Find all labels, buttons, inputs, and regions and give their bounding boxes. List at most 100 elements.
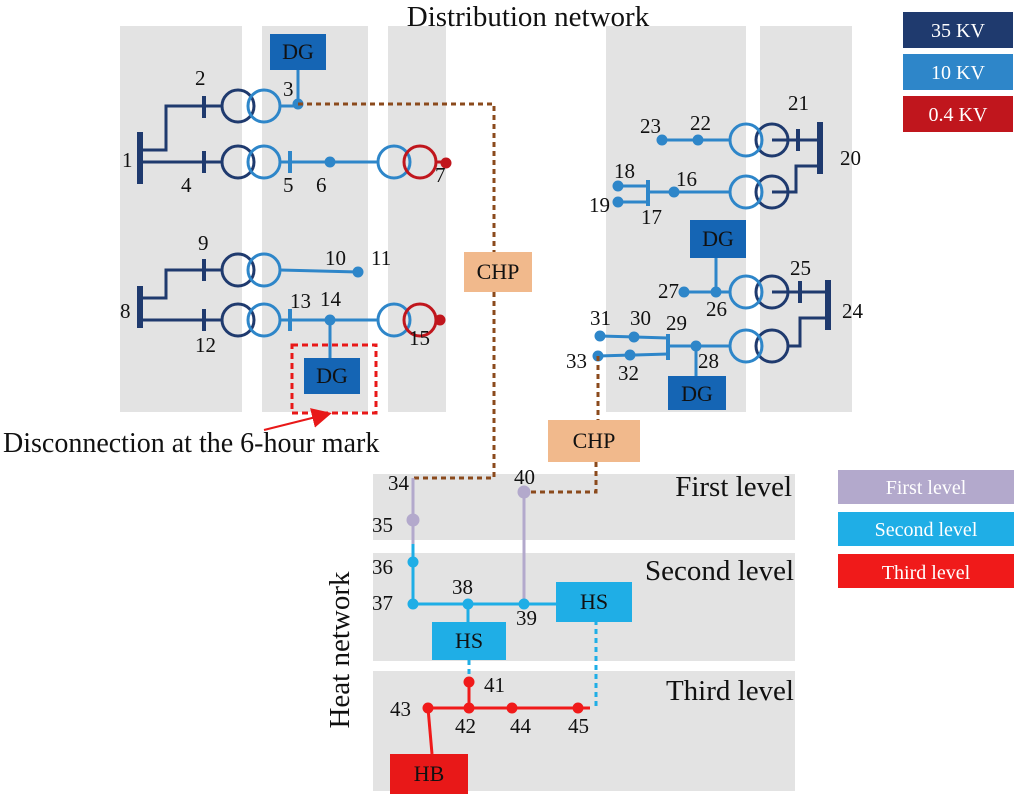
node-label: 1	[122, 148, 133, 172]
node-label: 43	[390, 697, 411, 721]
chp-label: CHP	[573, 428, 616, 453]
node-label: 45	[568, 714, 589, 738]
feeder-24-33	[592, 258, 831, 378]
node-label: 8	[120, 299, 131, 323]
node-label: 37	[372, 591, 393, 615]
node-45	[572, 702, 584, 714]
hs-label: HS	[580, 589, 608, 614]
disconnection-annotation: Disconnection at the 6-hour mark	[3, 428, 379, 459]
dg-box-right-lower: DG	[668, 376, 726, 410]
voltage-legend: 35 KV 10 KV 0.4 KV	[903, 12, 1013, 132]
chp-link-left	[298, 102, 496, 480]
legend-label-third-level: Third level	[882, 562, 971, 584]
node-42	[463, 702, 475, 714]
node-label: 42	[455, 714, 476, 738]
feeder-1-7	[137, 70, 452, 184]
node-6	[324, 156, 336, 168]
node-18	[612, 180, 624, 192]
hb-box: HB	[390, 754, 468, 794]
chp-label: CHP	[477, 259, 520, 284]
second-level-label: Second level	[645, 555, 794, 587]
legend-label-10kv: 10 KV	[931, 62, 985, 84]
node-label: 11	[371, 246, 391, 270]
dg-label: DG	[702, 226, 734, 251]
heat-network-label: Heat network	[324, 571, 356, 729]
node-label: 30	[630, 306, 651, 330]
node-label: 34	[388, 471, 410, 495]
heat-network	[406, 478, 598, 755]
node-label: 29	[666, 311, 687, 335]
node-19	[612, 196, 624, 208]
node-7	[440, 157, 452, 169]
legend-label-35kv: 35 KV	[931, 20, 985, 42]
node-label: 19	[589, 193, 610, 217]
node-16	[668, 186, 680, 198]
node-label: 15	[409, 326, 430, 350]
disconnection-frame	[290, 343, 378, 415]
first-level-label: First level	[675, 471, 792, 503]
node-39	[518, 598, 530, 610]
node-label: 40	[514, 465, 535, 489]
node-label: 22	[690, 111, 711, 135]
node-label: 27	[658, 279, 679, 303]
node-label: 36	[372, 555, 393, 579]
legend-swatch-10kv	[903, 54, 1013, 90]
dg-box-disconnected: DG	[290, 343, 378, 415]
legend-swatch-first-level	[838, 470, 1014, 504]
node-label: 5	[283, 173, 294, 197]
node-44	[506, 702, 518, 714]
annotation-arrow	[263, 408, 332, 431]
hs-box-left: HS	[432, 622, 506, 660]
page-title: Distribution network	[407, 1, 650, 33]
chp-box-right: CHP	[548, 420, 640, 462]
node-label: 3	[283, 77, 294, 101]
node-31	[594, 330, 606, 342]
node-label: 39	[516, 606, 537, 630]
node-label: 2	[195, 66, 206, 90]
dg-label: DG	[681, 381, 713, 406]
node-label: 18	[614, 159, 635, 183]
node-23	[656, 134, 668, 146]
node-27	[678, 286, 690, 298]
legend-swatch-second-level	[838, 512, 1014, 546]
node-36	[407, 556, 419, 568]
node-label: 20	[840, 146, 861, 170]
feeder-8-15	[137, 252, 446, 358]
node-label: 31	[590, 306, 611, 330]
node-35	[406, 513, 420, 527]
node-label: 44	[510, 714, 532, 738]
hs-box-right: HS	[556, 582, 632, 622]
node-32	[624, 349, 636, 361]
node-41	[463, 676, 475, 688]
node-40	[517, 485, 531, 499]
legend-label-first-level: First level	[886, 477, 967, 499]
node-label: 32	[618, 361, 639, 385]
node-26	[710, 286, 722, 298]
node-label: 28	[698, 349, 719, 373]
hs-label: HS	[455, 628, 483, 653]
node-label: 6	[316, 173, 327, 197]
third-level-label: Third level	[666, 675, 794, 707]
node-label: 12	[195, 333, 216, 357]
node-label: 13	[290, 289, 311, 313]
node-label: 9	[198, 231, 209, 255]
node-label: 16	[676, 167, 697, 191]
node-label: 4	[181, 173, 192, 197]
node-label: 25	[790, 256, 811, 280]
dg-box-top: DG	[270, 34, 326, 70]
node-label: 7	[435, 163, 446, 187]
node-30	[628, 331, 640, 343]
node-label: 35	[372, 513, 393, 537]
node-number-labels: 1 2 3 4 5 6 7 8 9 10 11 12 13 14 15 16 1…	[120, 66, 864, 738]
chp-box-left: CHP	[464, 252, 532, 292]
node-11	[352, 266, 364, 278]
hb-label: HB	[414, 761, 445, 786]
node-label: 41	[484, 673, 505, 697]
chp-link-right	[524, 356, 600, 494]
node-15	[434, 314, 446, 326]
node-label: 23	[640, 114, 661, 138]
legend-label-04kv: 0.4 KV	[929, 104, 988, 126]
node-label: 17	[641, 205, 662, 229]
legend-swatch-35kv	[903, 12, 1013, 48]
